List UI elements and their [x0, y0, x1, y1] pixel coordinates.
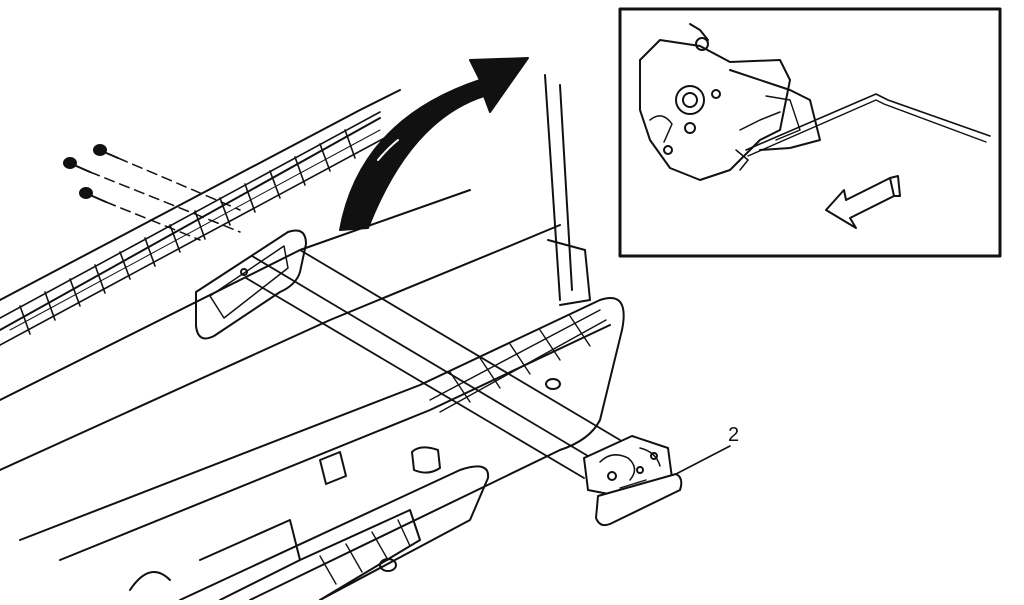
bolt-icon: [63, 157, 91, 173]
leader-lines: [245, 249, 621, 479]
bolts: [63, 144, 241, 241]
handle-pocket: [195, 229, 307, 340]
rotation-arrow-icon: [339, 57, 529, 231]
rear-bumper: [19, 297, 625, 601]
direction-arrow-icon: [825, 175, 901, 229]
inset-latch: [639, 23, 821, 181]
bolt-icon: [79, 187, 107, 203]
inset-detail: [618, 7, 1002, 258]
tailgate-top-rail: [0, 111, 391, 346]
tailgate: [0, 74, 591, 471]
tailgate-latch-assembly: [583, 435, 683, 527]
callout-leader: [675, 445, 731, 475]
callout-label-2: 2: [728, 424, 740, 446]
inset-rod: [745, 93, 991, 151]
bolt-icon: [93, 144, 119, 159]
